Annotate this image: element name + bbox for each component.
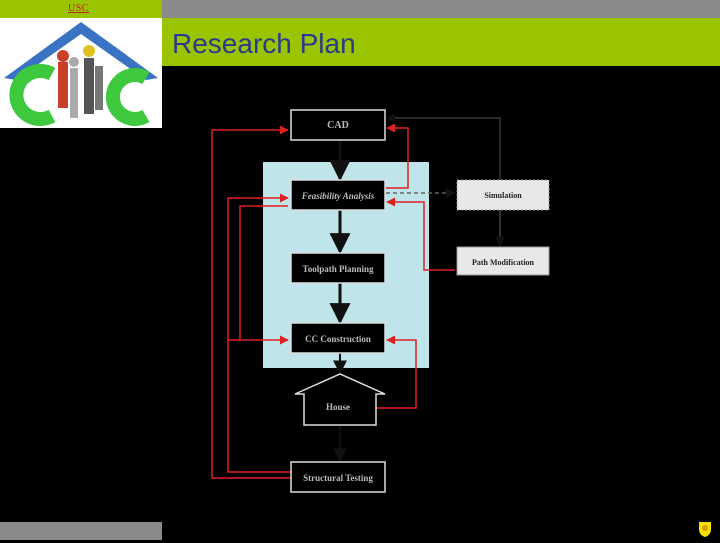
- node-structural-testing-label: Structural Testing: [303, 473, 373, 483]
- sun-shield-icon: [696, 520, 714, 538]
- feedback-feasibility-to-cad: [386, 123, 409, 189]
- node-cad-label: CAD: [327, 120, 349, 131]
- research-plan-diagram: CAD Feasibility Analysis Toolpath Planni…: [200, 100, 560, 505]
- node-feasibility-label: Feasibility Analysis: [301, 191, 375, 201]
- node-simulation-label: Simulation: [484, 191, 522, 200]
- node-toolpath: Toolpath Planning: [290, 252, 386, 284]
- node-cad: CAD: [290, 109, 386, 141]
- page-title: Research Plan: [172, 28, 356, 59]
- feedback-testing-to-construction: [227, 335, 291, 473]
- top-bar-gray: [162, 0, 720, 18]
- feedback-house-to-construction: [376, 335, 417, 409]
- feedback-pathmod-to-feasibility: [386, 197, 455, 271]
- cc-house-logo-icon: [4, 22, 158, 126]
- node-house-label: House: [326, 402, 350, 412]
- top-bar-accent: [0, 0, 162, 18]
- node-path-modification: Path Modification: [456, 246, 550, 276]
- node-path-modification-label: Path Modification: [472, 258, 535, 267]
- feedback-testing-to-cad: [211, 125, 291, 479]
- logo: [0, 18, 162, 128]
- bottom-bar: [0, 522, 162, 540]
- feedback-testing-to-feasibility-b: [239, 205, 288, 340]
- node-cc-construction-label: CC Construction: [305, 334, 371, 344]
- feedback-testing-to-feasibility-a: [227, 193, 289, 340]
- node-feasibility: Feasibility Analysis: [290, 179, 386, 211]
- org-label: USC: [68, 3, 89, 14]
- node-cc-construction: CC Construction: [290, 322, 386, 354]
- link-simulation-to-cad: [386, 113, 501, 180]
- title-bar: Research Plan: [162, 18, 720, 66]
- node-simulation: Simulation: [456, 179, 550, 211]
- node-structural-testing: Structural Testing: [290, 461, 386, 493]
- node-toolpath-label: Toolpath Planning: [303, 264, 374, 274]
- node-house: House: [294, 373, 386, 426]
